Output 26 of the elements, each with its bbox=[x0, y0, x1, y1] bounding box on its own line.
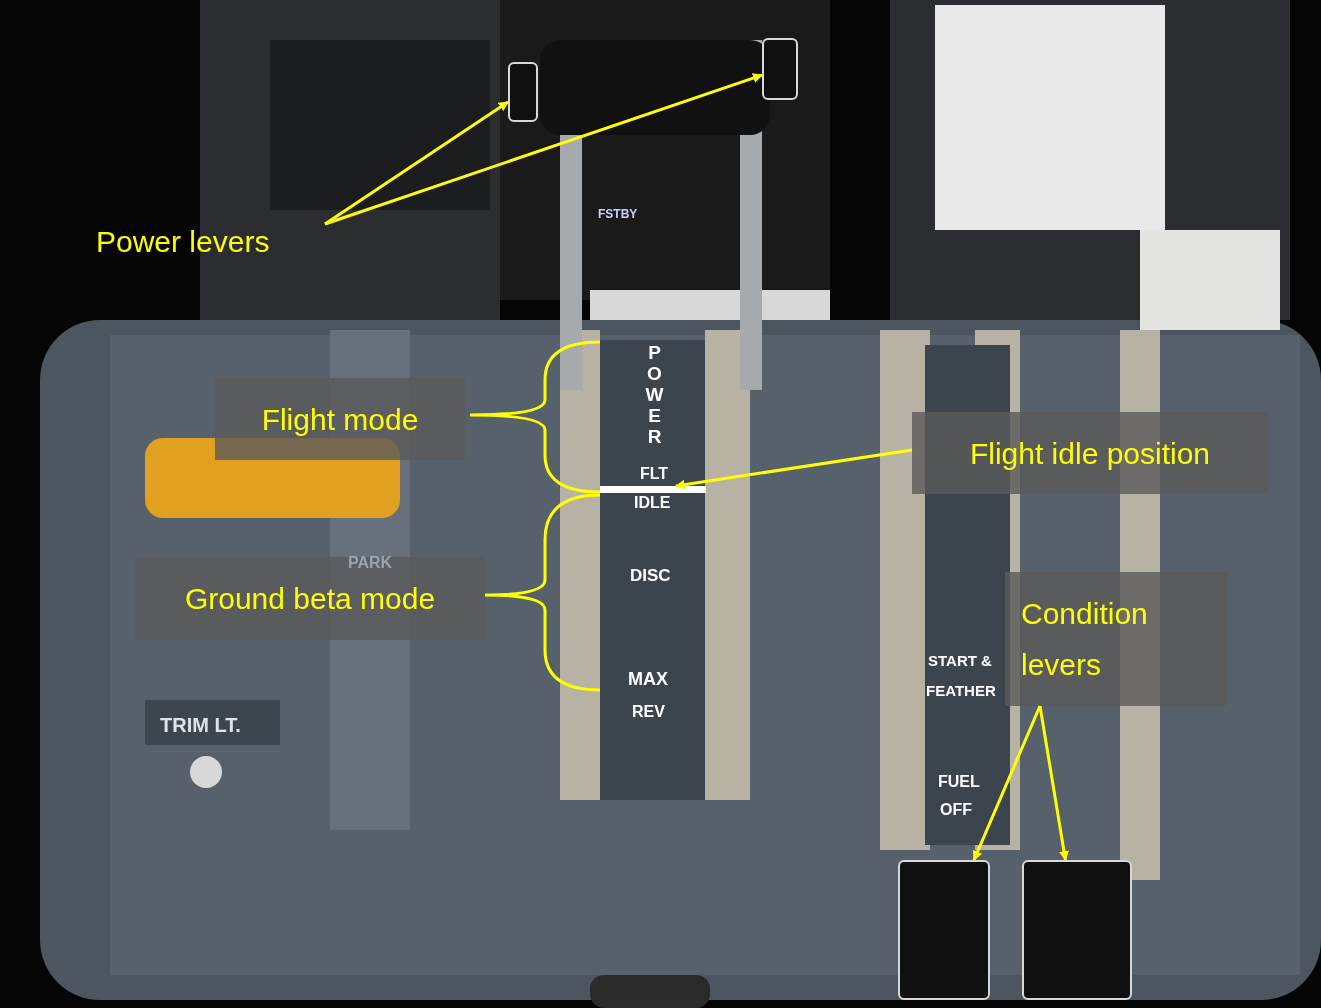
placard-text: POWER bbox=[645, 343, 664, 448]
placard-text: FSTBY bbox=[598, 206, 638, 223]
placard-text: START & bbox=[928, 651, 992, 671]
lever-handle bbox=[508, 62, 538, 122]
placard-text: FUEL bbox=[938, 772, 980, 792]
placard-text: REV bbox=[632, 702, 665, 722]
placard-text: MAX bbox=[628, 668, 668, 691]
lever-handle bbox=[898, 860, 990, 1000]
callout-label: Flight mode bbox=[215, 378, 465, 460]
callout-label: Power levers bbox=[80, 215, 310, 267]
placard-text: FEATHER bbox=[926, 681, 996, 701]
callout-label: Condition levers bbox=[1005, 572, 1227, 706]
placard-text: FLT bbox=[640, 464, 669, 484]
leader-arrow bbox=[674, 448, 913, 490]
leader-arrow bbox=[972, 705, 1042, 861]
placard-text: OFF bbox=[940, 800, 972, 820]
idle-mark bbox=[600, 486, 706, 493]
callout-label: Flight idle position bbox=[912, 412, 1268, 494]
leader-arrow bbox=[324, 73, 763, 226]
placard-text: IDLE bbox=[634, 493, 671, 513]
lever-handle bbox=[1022, 860, 1132, 1000]
lever-handle bbox=[762, 38, 798, 100]
placard-text: TRIM LT. bbox=[160, 713, 241, 738]
leader-arrow bbox=[1038, 705, 1069, 861]
placard-text: PARK bbox=[348, 553, 393, 573]
placard-text: DISC bbox=[630, 565, 671, 587]
